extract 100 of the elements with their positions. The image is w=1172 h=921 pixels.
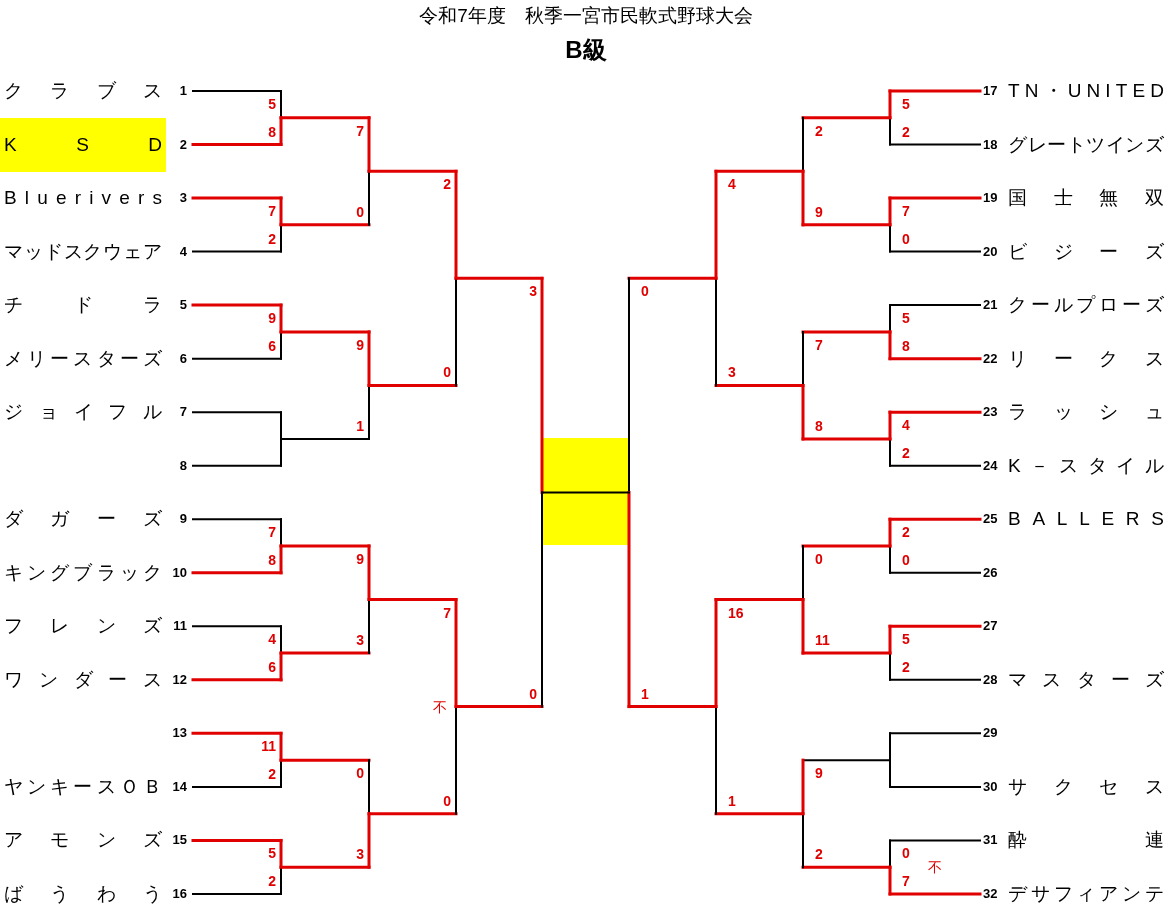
score: 4 [902, 417, 910, 434]
team-name: ジョイフル [4, 400, 162, 425]
seed-number: 11 [173, 618, 187, 635]
score: 不 [928, 859, 942, 876]
score: 7 [268, 203, 276, 220]
score: 5 [902, 310, 910, 327]
seed-number: 22 [983, 350, 998, 367]
score: 9 [815, 765, 823, 782]
seed-number: 14 [172, 778, 187, 795]
score: 不 [433, 698, 447, 715]
score: 7 [902, 203, 910, 220]
score: 11 [815, 632, 830, 649]
score: 9 [356, 551, 364, 567]
seed-number: 10 [172, 564, 187, 581]
score: 3 [356, 846, 364, 863]
score: 2 [815, 846, 823, 863]
seed-number: 17 [983, 83, 998, 99]
score: 5 [902, 631, 910, 648]
score: 2 [902, 524, 910, 541]
team-name: デサフィアンテ [1008, 881, 1164, 906]
score: 4 [728, 176, 736, 193]
seed-number: 12 [172, 671, 187, 688]
score: 7 [815, 336, 823, 353]
team-name: リークス [1008, 346, 1164, 371]
score: 2 [268, 765, 276, 782]
class-heading: B級 [564, 35, 608, 65]
seed-number: 29 [983, 725, 998, 742]
seed-number: 16 [172, 885, 187, 902]
score: 3 [529, 283, 537, 300]
score: 1 [356, 417, 364, 434]
seed-number: 9 [179, 511, 187, 528]
team-name: ビジーズ [1008, 239, 1164, 264]
score: 0 [815, 551, 823, 567]
seed-number: 19 [983, 190, 998, 207]
seed-number: 1 [179, 83, 187, 99]
seed-number: 21 [983, 297, 998, 314]
score: 5 [268, 845, 276, 862]
seed-number: 5 [179, 297, 187, 314]
seed-number: 6 [179, 350, 187, 367]
score: 0 [356, 765, 364, 782]
team-name: ラッシュ [1008, 400, 1164, 425]
seed-number: 25 [983, 511, 998, 528]
team-name: K－スタイル [1008, 453, 1164, 478]
score: 7 [902, 872, 910, 889]
score: 2 [268, 230, 276, 247]
team-name: クラブス [4, 79, 162, 103]
seed-number: 26 [983, 564, 998, 581]
score: 3 [356, 632, 364, 649]
score: 7 [443, 604, 451, 621]
score: 0 [902, 230, 910, 247]
score: 0 [902, 551, 910, 568]
seed-number: 3 [179, 190, 187, 207]
score: 0 [443, 792, 451, 809]
team-name: クールプローズ [1008, 293, 1164, 318]
score: 0 [443, 364, 451, 381]
seed-number: 13 [172, 725, 187, 742]
score: 1 [641, 685, 649, 702]
score: 0 [529, 685, 537, 702]
score: 2 [902, 444, 910, 461]
title: 令和7年度 秋季一宮市民軟式野球大会 [418, 4, 754, 28]
team-name: マッドスクウェア [4, 239, 162, 264]
score: 0 [902, 845, 910, 862]
score: 9 [356, 336, 364, 353]
score: 0 [641, 283, 649, 300]
team-name: チドラ [4, 293, 162, 318]
team-name: キングブラック [4, 560, 162, 585]
seed-number: 20 [983, 243, 998, 260]
team-name: メリースターズ [4, 346, 162, 371]
score: 6 [268, 337, 276, 354]
score: 16 [728, 604, 744, 621]
seed-number: 32 [983, 885, 998, 902]
score: 8 [902, 337, 910, 354]
seed-number: 8 [179, 457, 187, 474]
score: 2 [268, 872, 276, 889]
score: 8 [268, 123, 276, 140]
team-name: ばうわう [4, 881, 162, 906]
team-name: 国士無双 [1008, 186, 1164, 211]
score: 2 [902, 658, 910, 675]
score: 2 [902, 123, 910, 140]
team-name: マスターズ [1008, 667, 1164, 692]
team-name: アモンズ [4, 828, 162, 853]
seed-number: 7 [179, 404, 187, 421]
score: 9 [268, 310, 276, 327]
score: 4 [268, 631, 276, 648]
seed-number: 15 [172, 832, 187, 849]
team-name: K S D [0, 117, 166, 172]
seed-number: 24 [983, 457, 998, 474]
score: 8 [815, 417, 823, 434]
team-name: グレートツインズ [1008, 132, 1164, 157]
score: 2 [443, 176, 451, 193]
seed-number: 28 [983, 671, 998, 688]
team-name: サクセス [1008, 774, 1164, 799]
score: 3 [728, 364, 736, 381]
seed-number: 23 [983, 404, 998, 421]
score: 5 [268, 96, 276, 112]
team-name: ワンダース [4, 667, 162, 692]
seed-number: 18 [983, 136, 998, 153]
score: 9 [815, 203, 823, 220]
score: 2 [815, 122, 823, 139]
seed-number: 27 [983, 618, 998, 635]
